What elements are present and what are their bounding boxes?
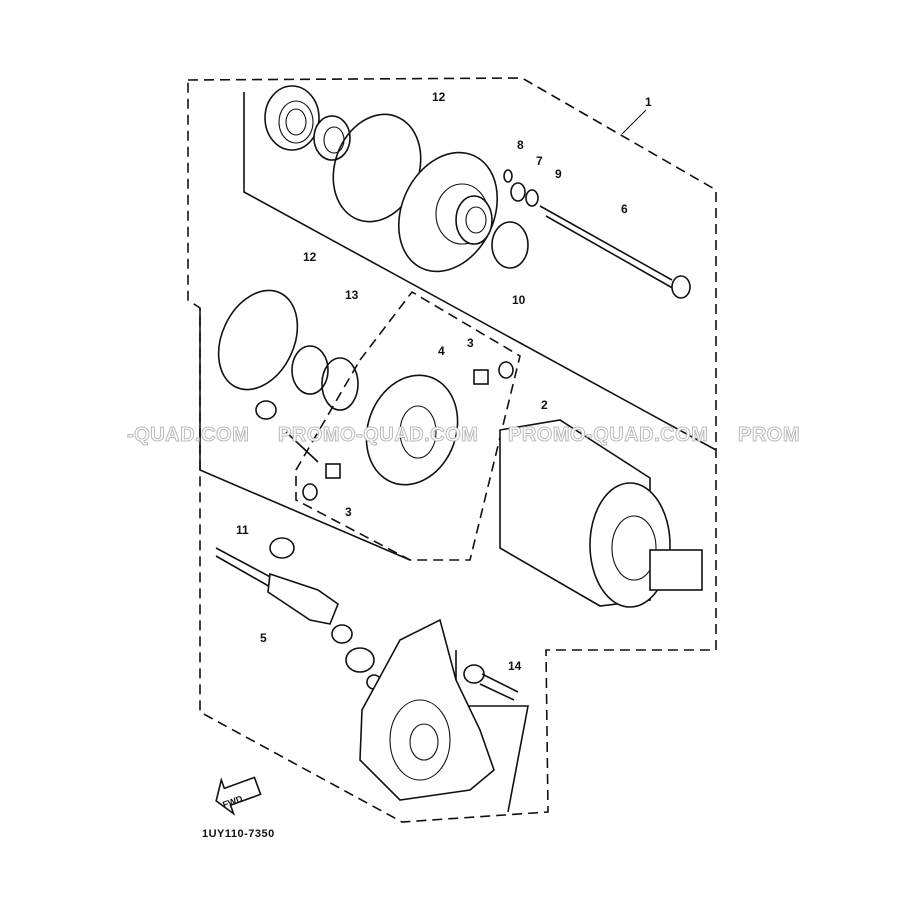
middle-section-outline	[199, 308, 411, 561]
front-cover-part	[397, 151, 499, 273]
watermark-3: PROMO-QUAD.COM	[507, 424, 709, 447]
brush-lower	[325, 463, 341, 479]
watermark-1: -QUAD.COM	[126, 424, 250, 447]
shim-13-b	[321, 357, 359, 411]
label-part-6: 6	[621, 202, 628, 216]
bolt-14	[463, 664, 519, 701]
through-bolt-6	[539, 205, 691, 299]
terminal-cable-5	[215, 547, 339, 625]
label-part-2: 2	[541, 398, 548, 412]
label-part-4: 4	[438, 344, 445, 358]
label-part-3-bottom: 3	[345, 505, 352, 519]
washer-9	[525, 189, 539, 207]
brush-plate-part	[365, 374, 459, 486]
washer-8	[503, 169, 513, 183]
label-part-12-middle: 12	[303, 250, 317, 264]
label-part-7: 7	[536, 154, 543, 168]
spring-3-bottom	[302, 483, 318, 501]
assembly-boundary-outline	[187, 77, 717, 823]
washer-7	[510, 182, 526, 202]
watermark-4: PROM	[738, 424, 801, 447]
label-part-5: 5	[260, 631, 267, 645]
watermark-2: PROMO-QUAD.COM	[277, 424, 479, 447]
brush-holder-group-outline	[295, 290, 521, 561]
spring-3-top	[498, 361, 514, 379]
bearing-part	[264, 85, 320, 151]
label-part-3-top: 3	[467, 336, 474, 350]
diagram-code: 1UY110-7350	[202, 828, 275, 840]
seal-part	[313, 115, 351, 161]
label-part-13: 13	[345, 288, 359, 302]
terminal-bolt	[285, 431, 319, 463]
label-part-14: 14	[508, 659, 522, 673]
label-part-8: 8	[517, 138, 524, 152]
o-ring-12-middle	[217, 289, 299, 391]
fwd-arrow-icon	[215, 776, 262, 816]
label-part-11: 11	[236, 523, 249, 537]
rear-cover-part	[359, 618, 495, 801]
label-part-9: 9	[555, 167, 562, 181]
terminal-washer	[255, 400, 277, 420]
nut-11	[269, 537, 295, 559]
top-section-outline	[243, 92, 717, 451]
o-ring-10	[491, 221, 529, 269]
leader-1	[621, 109, 647, 135]
label-part-10: 10	[512, 293, 526, 307]
label-part-12-top: 12	[432, 90, 446, 104]
label-part-1: 1	[645, 95, 652, 109]
washer-seal-small	[331, 624, 353, 644]
brush-4	[473, 369, 489, 385]
washer-seal-medium	[345, 647, 375, 673]
shim-13-a	[291, 345, 329, 395]
starter-yoke-part	[499, 419, 703, 608]
